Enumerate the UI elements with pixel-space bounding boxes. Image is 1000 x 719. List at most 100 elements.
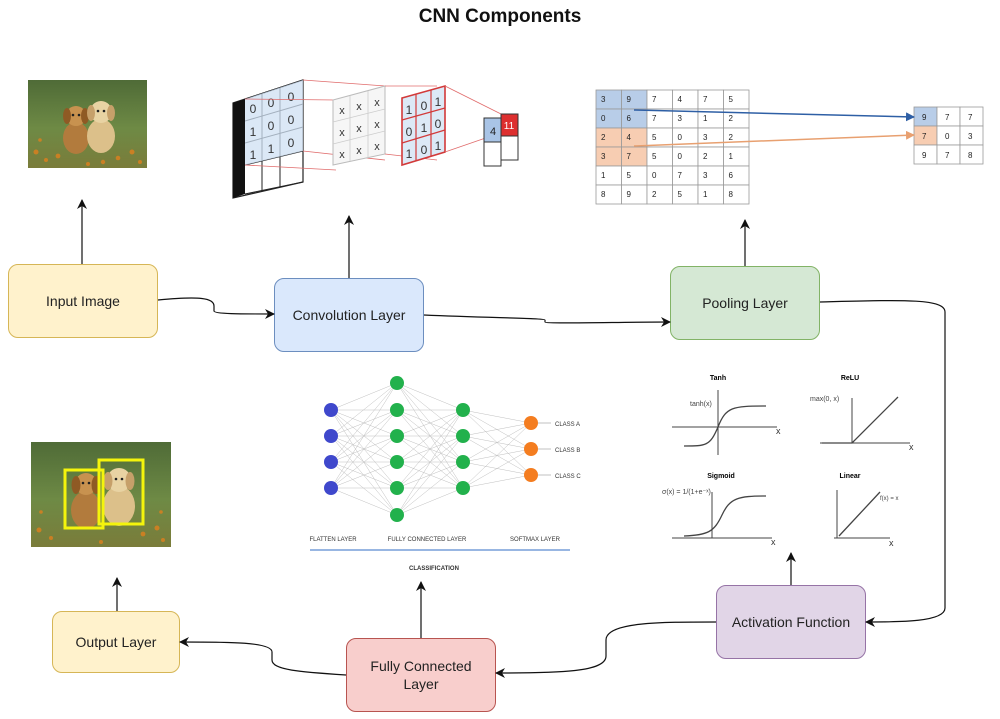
pool-input-cell — [595, 184, 622, 205]
pool-input-cell — [646, 146, 673, 167]
network-edge — [462, 422, 532, 437]
pool-input-value: 3 — [703, 133, 708, 142]
network-edge — [396, 409, 464, 516]
pool-input-value: 5 — [652, 133, 657, 142]
pooling-layer-node[interactable]: Pooling Layer — [670, 266, 820, 340]
neuron — [456, 429, 470, 443]
convolution-layer-node[interactable]: Convolution Layer — [274, 278, 424, 352]
tanh-axis: x — [776, 426, 781, 436]
fully-connected-layer-node[interactable]: Fully Connected Layer — [346, 638, 496, 712]
output-photo — [31, 442, 171, 547]
pool-input-value: 5 — [678, 190, 683, 199]
neuron — [524, 416, 538, 430]
pool-input-value: 1 — [601, 171, 606, 180]
relu-axis: x — [909, 442, 914, 452]
output-layer-node[interactable]: Output Layer — [52, 611, 180, 673]
output-projection-lines — [444, 85, 504, 153]
network-edge — [330, 435, 398, 489]
pool-input-value: 2 — [729, 133, 734, 142]
pool-input-cell — [723, 146, 750, 167]
pool-input-value: 3 — [601, 152, 606, 161]
network-edge — [330, 382, 398, 489]
pool-input-value: 1 — [703, 114, 708, 123]
pool-output-value: 9 — [922, 151, 927, 160]
pool-input-cell — [723, 184, 750, 205]
pool-input-cell — [697, 184, 724, 205]
detection-box-1 — [63, 468, 105, 530]
kernel-value: x — [356, 145, 362, 157]
neuron — [324, 429, 338, 443]
pool-input-cell — [672, 146, 699, 167]
linear-title: Linear — [839, 473, 860, 480]
activation-function-node[interactable]: Activation Function — [716, 585, 866, 659]
pool-input-cell — [646, 127, 673, 148]
sigmoid-axis: x — [771, 537, 776, 547]
pool-input-value: 9 — [627, 190, 632, 199]
tanh-title: Tanh — [710, 375, 726, 382]
pool-output-value: 8 — [968, 151, 973, 160]
pool-input-value: 9 — [627, 95, 632, 104]
neuron — [390, 403, 404, 417]
network-edge — [462, 422, 532, 489]
pool-input-value: 3 — [703, 171, 708, 180]
softmax-layer-label: SOFTMAX LAYER — [510, 537, 561, 543]
pool-input-value: 1 — [703, 190, 708, 199]
pool-input-cell — [697, 89, 724, 110]
pool-input-cell — [697, 165, 724, 186]
output-cell-2 — [500, 113, 519, 137]
pool-input-cell — [595, 108, 622, 129]
input-matrix-value: 0 — [288, 90, 295, 104]
network-edge — [462, 422, 532, 463]
relu-formula: max(0, x) — [810, 396, 839, 403]
input-grid-edge — [233, 99, 245, 198]
relu-plot: ReLU max(0, x) x — [810, 375, 914, 452]
linear-formula: f(x) = x — [880, 496, 899, 502]
pool-input-cell — [646, 165, 673, 186]
neuron — [456, 481, 470, 495]
class-a-label: CLASS A — [555, 422, 580, 428]
detected-puppies-image — [31, 442, 171, 547]
conv-projection-lines — [244, 79, 386, 171]
sigmoid-formula: σ(x) = 1/(1+e⁻ˣ) — [662, 489, 711, 496]
network-edge — [396, 435, 464, 463]
network-edge — [462, 448, 532, 489]
pool-output-value: 0 — [945, 132, 950, 141]
neuron — [390, 376, 404, 390]
network-edge — [396, 382, 464, 411]
network-edge — [462, 435, 532, 450]
pool-input-cell — [621, 127, 648, 148]
pool-input-cell — [595, 165, 622, 186]
input-image-node[interactable]: Input Image — [8, 264, 158, 338]
pool-input-cell — [697, 146, 724, 167]
pool-input-cell — [646, 89, 673, 110]
pool-output-cell — [959, 125, 984, 146]
pool-input-value: 4 — [678, 95, 683, 104]
diagram-title: CNN Components — [418, 6, 582, 27]
network-edge — [396, 409, 464, 489]
input-matrix-value: 1 — [250, 148, 257, 162]
neuron — [456, 455, 470, 469]
output-value-2: 11 — [504, 121, 515, 132]
pool-input-value: 8 — [729, 190, 734, 199]
pool-input-value: 2 — [703, 152, 708, 161]
pool-input-value: 7 — [652, 114, 657, 123]
input-matrix-value: 0 — [268, 119, 275, 133]
pool-input-value: 2 — [652, 190, 657, 199]
arrow-pool-to-activation — [819, 299, 946, 627]
network-edge — [330, 409, 398, 437]
class-pointer-lines — [538, 422, 551, 476]
filter-value: 1 — [406, 103, 413, 117]
network-edge — [330, 435, 398, 463]
filter-value: 0 — [435, 117, 442, 131]
network-edge — [330, 487, 398, 516]
network-edge — [462, 474, 532, 489]
pool-input-cell — [646, 184, 673, 205]
pool-input-cell — [723, 165, 750, 186]
network-edge — [396, 409, 464, 489]
network-edge — [396, 409, 464, 463]
output-cell-4 — [500, 135, 519, 161]
network-edge — [396, 461, 464, 489]
linear-plot: Linear f(x) = x x — [834, 473, 899, 548]
neuron — [324, 403, 338, 417]
neuron — [324, 481, 338, 495]
